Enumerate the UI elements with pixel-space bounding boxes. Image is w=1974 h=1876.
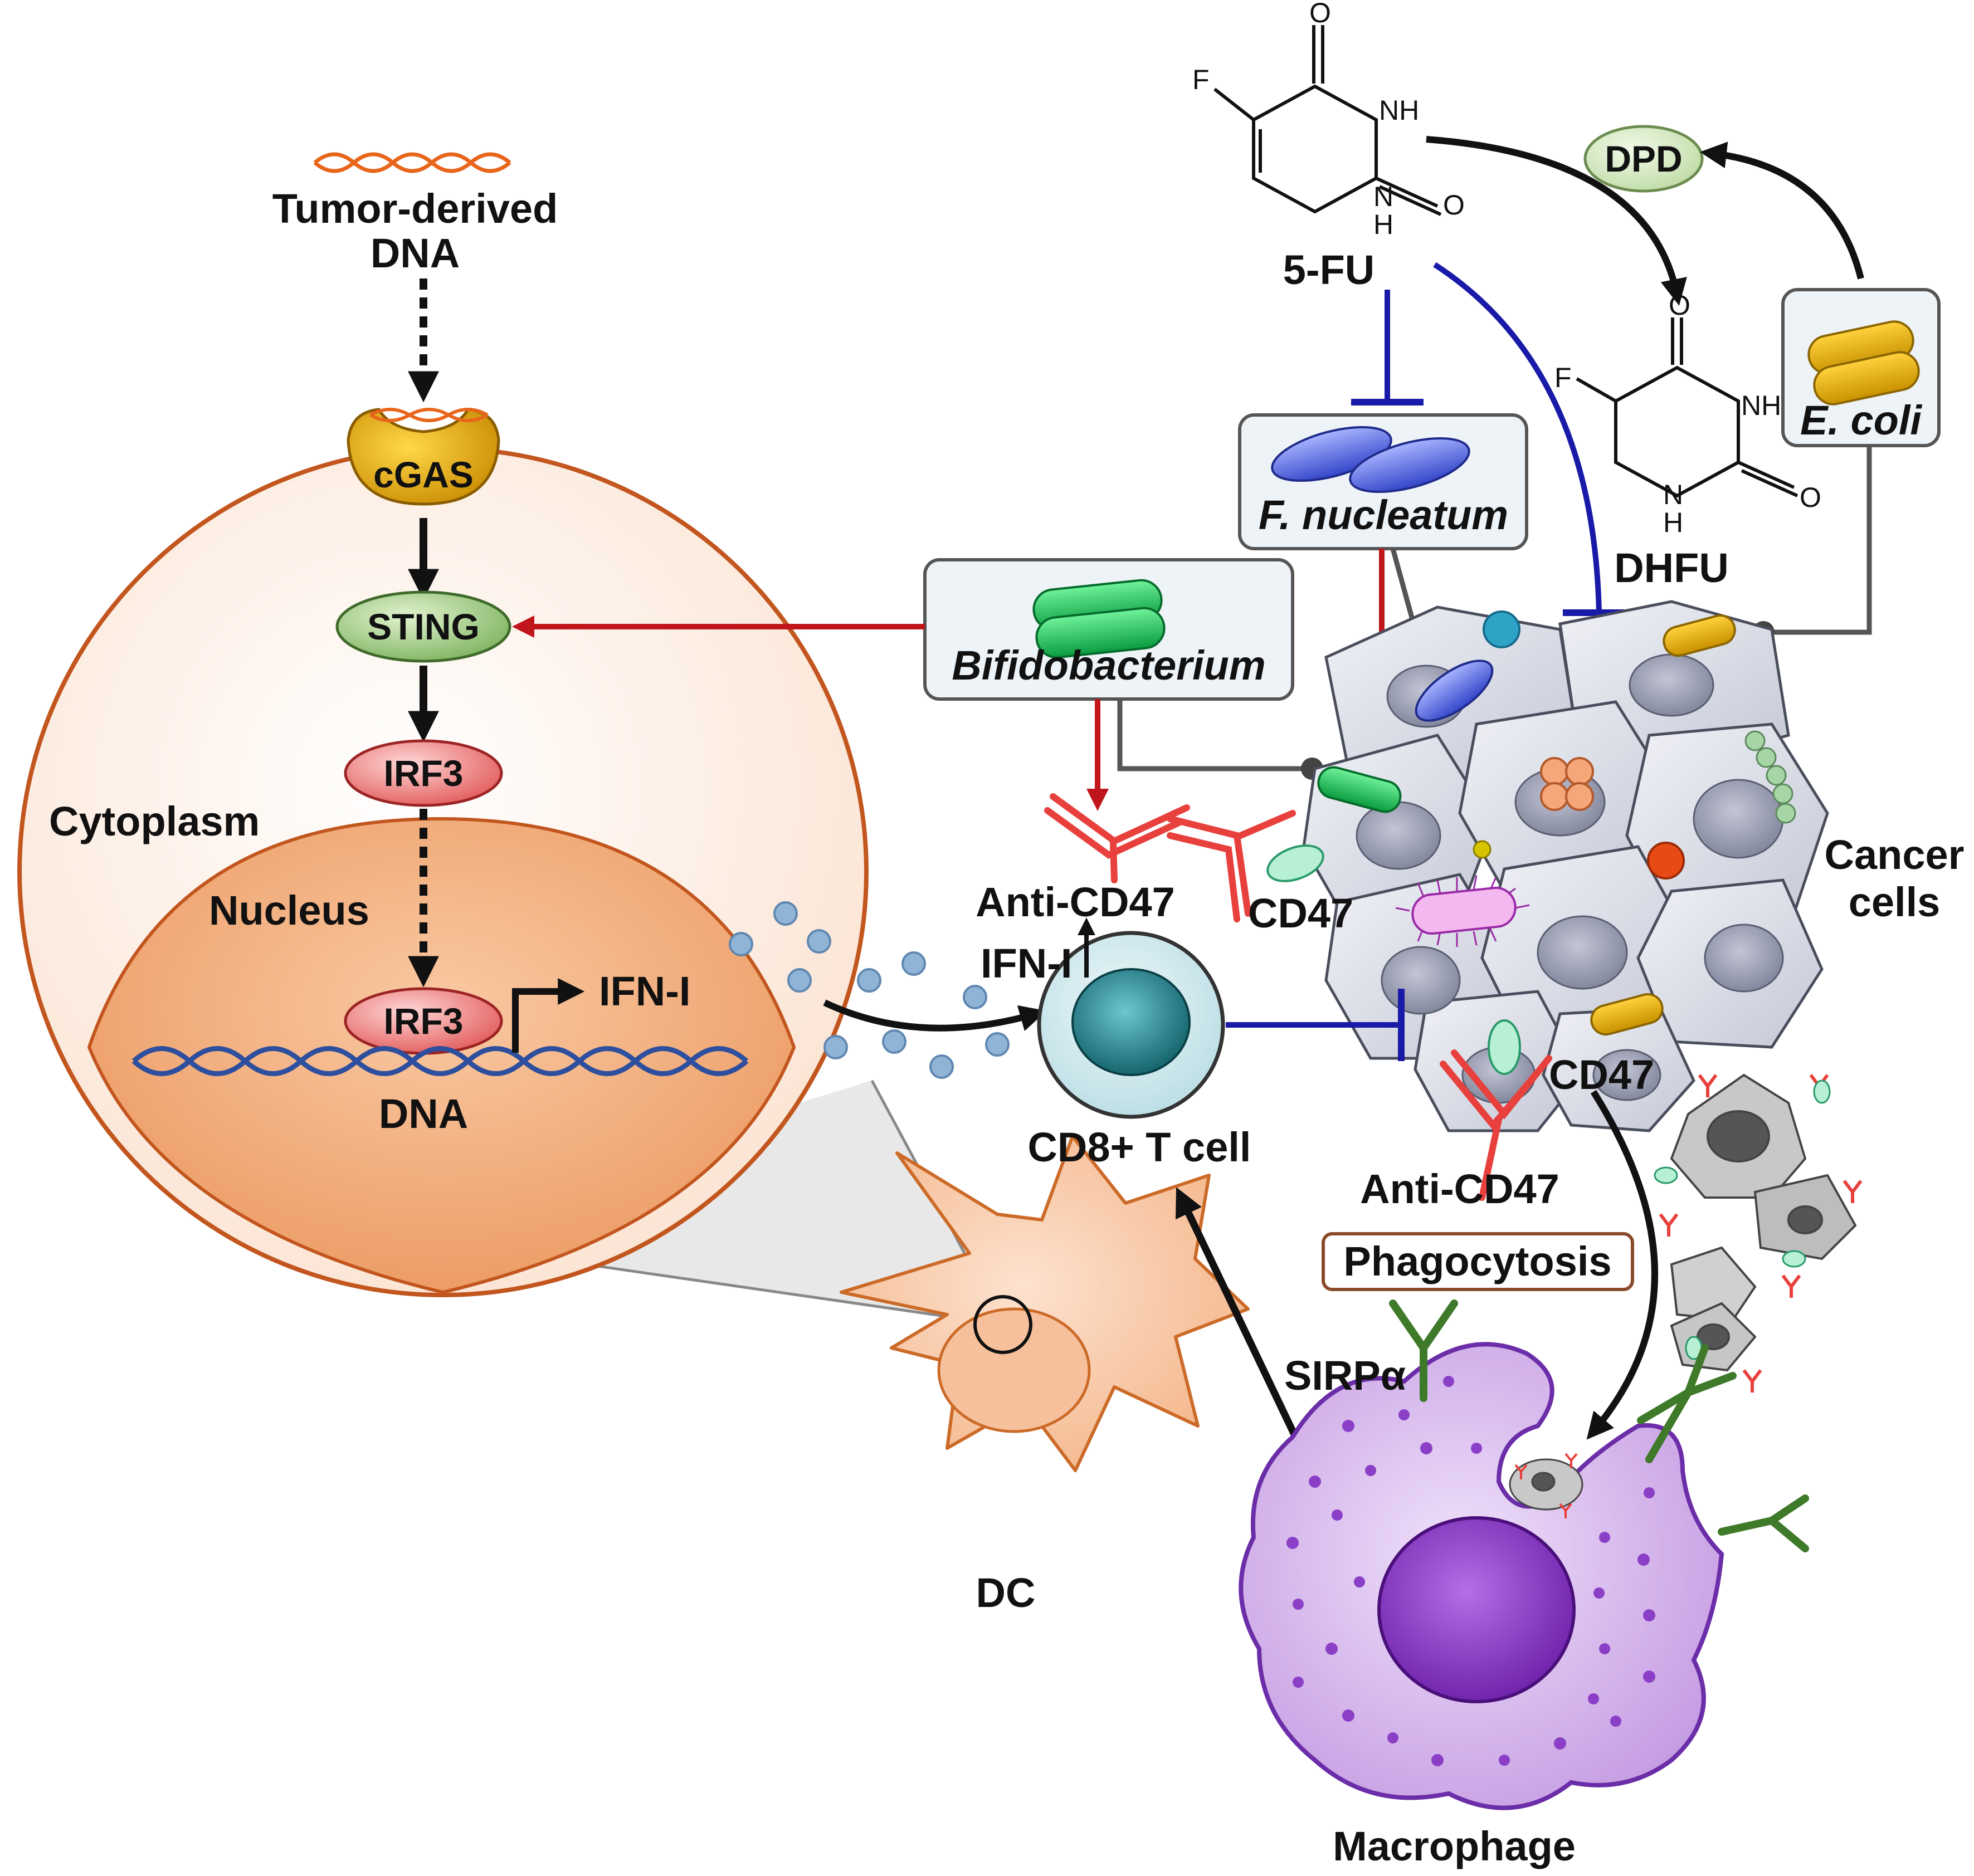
dhfu-label: DHFU — [1614, 545, 1729, 591]
dpd-label: DPD — [1605, 138, 1682, 179]
sirpa-receptor-2 — [1637, 1344, 1737, 1463]
arrow-ecoli-to-dpd — [1699, 141, 1864, 280]
anti-cd47-antibody-2 — [1167, 810, 1296, 922]
dhfu-structure — [1576, 317, 1798, 498]
anti-cd47-antibody-3 — [1440, 1049, 1552, 1201]
phagocytosis-label: Phagocytosis — [1343, 1238, 1611, 1284]
dendritic-cell — [840, 1135, 1250, 1472]
irf3-cytoplasm-node — [344, 739, 503, 807]
transcription-arrow — [512, 978, 585, 1053]
fu5-o-top: O — [1309, 0, 1331, 28]
nucleus-label: Nucleus — [209, 887, 369, 934]
f-nucleatum-label: F. nucleatum — [1259, 492, 1508, 538]
intratumoral-bacteria — [1317, 610, 1796, 1036]
fu5-n-bottom: N — [1373, 181, 1393, 212]
fu5-o-right: O — [1443, 189, 1465, 221]
dhfu-o-right: O — [1800, 482, 1821, 513]
cd47-bottom-label: CD47 — [1549, 1052, 1654, 1098]
bifidobacterium-label: Bifidobacterium — [952, 642, 1265, 688]
sirpa-label: SIRPα — [1284, 1352, 1406, 1399]
macrophage-cell — [1239, 1342, 1724, 1810]
sirpa-receptor-1 — [1389, 1299, 1458, 1402]
ifn-particles — [729, 901, 1010, 1079]
cancer-cells-label-line2: cells — [1849, 879, 1941, 925]
t-cell-nucleus — [1071, 968, 1191, 1076]
macrophage-label: Macrophage — [1333, 1823, 1576, 1869]
cd47-receptor-top — [1266, 844, 1324, 882]
dna-nucleus-label: DNA — [379, 1091, 468, 1137]
dc-label: DC — [976, 1570, 1036, 1616]
anti-cd47-antibody-1 — [1044, 793, 1190, 883]
arrow-macrophage-to-t-cell — [1175, 1187, 1302, 1444]
dhfu-n-bottom: N — [1663, 479, 1683, 510]
anti-cd47-bottom-label: Anti-CD47 — [1360, 1166, 1559, 1212]
dhfu-nh-right: NH — [1741, 390, 1781, 421]
anti-cd47-top-label: Anti-CD47 — [976, 879, 1175, 925]
nucleus-region — [87, 817, 796, 1293]
fu5-label: 5-FU — [1283, 247, 1375, 293]
ifn-t-cell-label: IFN-I — [981, 940, 1072, 986]
fu5-structure — [1213, 25, 1442, 216]
arrow-cd47-to-phagocytosis — [1586, 1090, 1658, 1440]
cd47-top-label: CD47 — [1248, 890, 1353, 936]
f-nucleatum-box — [1238, 413, 1528, 550]
bifidobacterium-box — [923, 558, 1294, 701]
arrow-fu5-to-dhfu — [1426, 136, 1687, 306]
cgas-node — [347, 408, 500, 506]
sting-label: STING — [367, 606, 480, 647]
cd47-receptor-bottom — [1488, 1019, 1521, 1075]
cancer-cell-nuclei — [1356, 653, 1784, 1104]
fu5-nh-right: NH — [1379, 95, 1419, 126]
tumor-dna-label-line2: DNA — [371, 230, 460, 276]
fu5-h-bottom: H — [1373, 209, 1393, 240]
e-coli-label: E. coli — [1800, 397, 1922, 443]
dhfu-f: F — [1554, 362, 1572, 393]
assoc-bifido-cancer — [1117, 699, 1312, 771]
inhibit-fu5-cancer — [1433, 262, 1602, 613]
dhfu-o-top: O — [1669, 290, 1690, 321]
sting-node — [335, 590, 511, 663]
cgas-label: cGAS — [373, 454, 474, 495]
apoptotic-cell-debris — [1670, 1073, 1857, 1372]
arrow-ifn-to-t-cell — [823, 999, 1047, 1032]
e-coli-box — [1781, 288, 1941, 447]
irf3-cytoplasm-label: IRF3 — [383, 753, 463, 794]
cytoplasm-label: Cytoplasm — [49, 798, 260, 844]
tumor-dna-label-line1: Tumor-derived — [272, 185, 558, 232]
assoc-ecoli-cancer — [1763, 446, 1872, 635]
cd8-t-cell-label: CD8+ T cell — [1027, 1124, 1251, 1170]
cancer-cells-label-line1: Cancer — [1825, 832, 1965, 878]
ifn-nucleus-label: IFN-I — [599, 968, 690, 1014]
tumor-dna-helix-icon — [313, 152, 511, 173]
phagocytosis-box — [1322, 1232, 1634, 1291]
irf3-nucleus-label: IRF3 — [383, 1000, 463, 1042]
fu5-f: F — [1192, 64, 1210, 95]
dhfu-h-bottom: H — [1663, 507, 1683, 538]
nuclear-dna-helix-icon — [131, 1046, 749, 1076]
sirpa-receptor-3 — [1718, 1494, 1809, 1552]
